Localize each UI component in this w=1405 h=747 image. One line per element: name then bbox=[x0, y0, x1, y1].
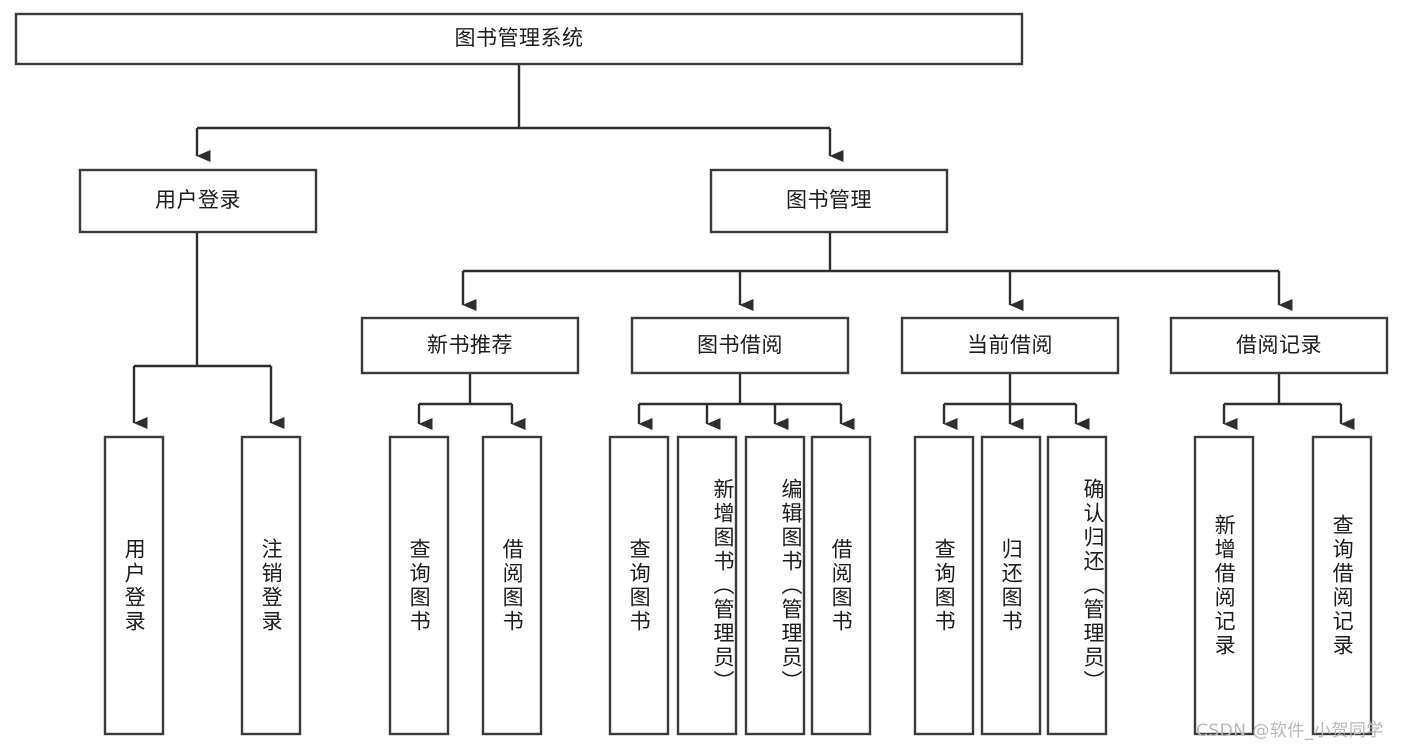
node-book-management[interactable] bbox=[709, 168, 949, 234]
leaf-add-book-admin[interactable] bbox=[676, 435, 738, 736]
leaf-edit-book-admin[interactable] bbox=[744, 435, 806, 736]
leaf-add-borrow-record[interactable] bbox=[1193, 435, 1255, 736]
connector-currentborrow-to-leaves bbox=[942, 373, 1090, 430]
connector-bookmgmt-to-level3 bbox=[461, 232, 1293, 311]
connector-borrowrecord-to-leaves bbox=[1222, 373, 1355, 430]
leaf-borrow-book[interactable] bbox=[810, 435, 872, 736]
connector-newbook-to-leaves bbox=[417, 373, 526, 430]
csdn-watermark: CSDN @软件_小贺同学 bbox=[1196, 721, 1384, 741]
node-root[interactable] bbox=[14, 12, 1024, 66]
leaf-query-book-borrow[interactable] bbox=[608, 435, 670, 736]
node-book-borrow[interactable] bbox=[630, 316, 850, 375]
leaf-user-login[interactable] bbox=[103, 435, 165, 736]
leaf-query-borrow-record[interactable] bbox=[1311, 435, 1373, 736]
leaf-logout[interactable] bbox=[240, 435, 302, 736]
leaf-query-book-current[interactable] bbox=[913, 435, 975, 736]
connector-root-to-level2 bbox=[195, 64, 844, 162]
leaf-confirm-return-admin[interactable] bbox=[1046, 435, 1108, 736]
node-new-book-recommend[interactable] bbox=[360, 316, 580, 375]
node-borrow-record[interactable] bbox=[1169, 316, 1389, 375]
leaf-return-book[interactable] bbox=[980, 435, 1042, 736]
node-user-login[interactable] bbox=[78, 168, 318, 234]
connector-borrowbook-to-leaves bbox=[637, 373, 855, 430]
connector-userlogin-to-leaves bbox=[132, 232, 285, 429]
leaf-query-book-newbook[interactable] bbox=[388, 435, 450, 736]
node-current-borrow[interactable] bbox=[900, 316, 1120, 375]
leaf-borrow-book-newbook[interactable] bbox=[481, 435, 543, 736]
